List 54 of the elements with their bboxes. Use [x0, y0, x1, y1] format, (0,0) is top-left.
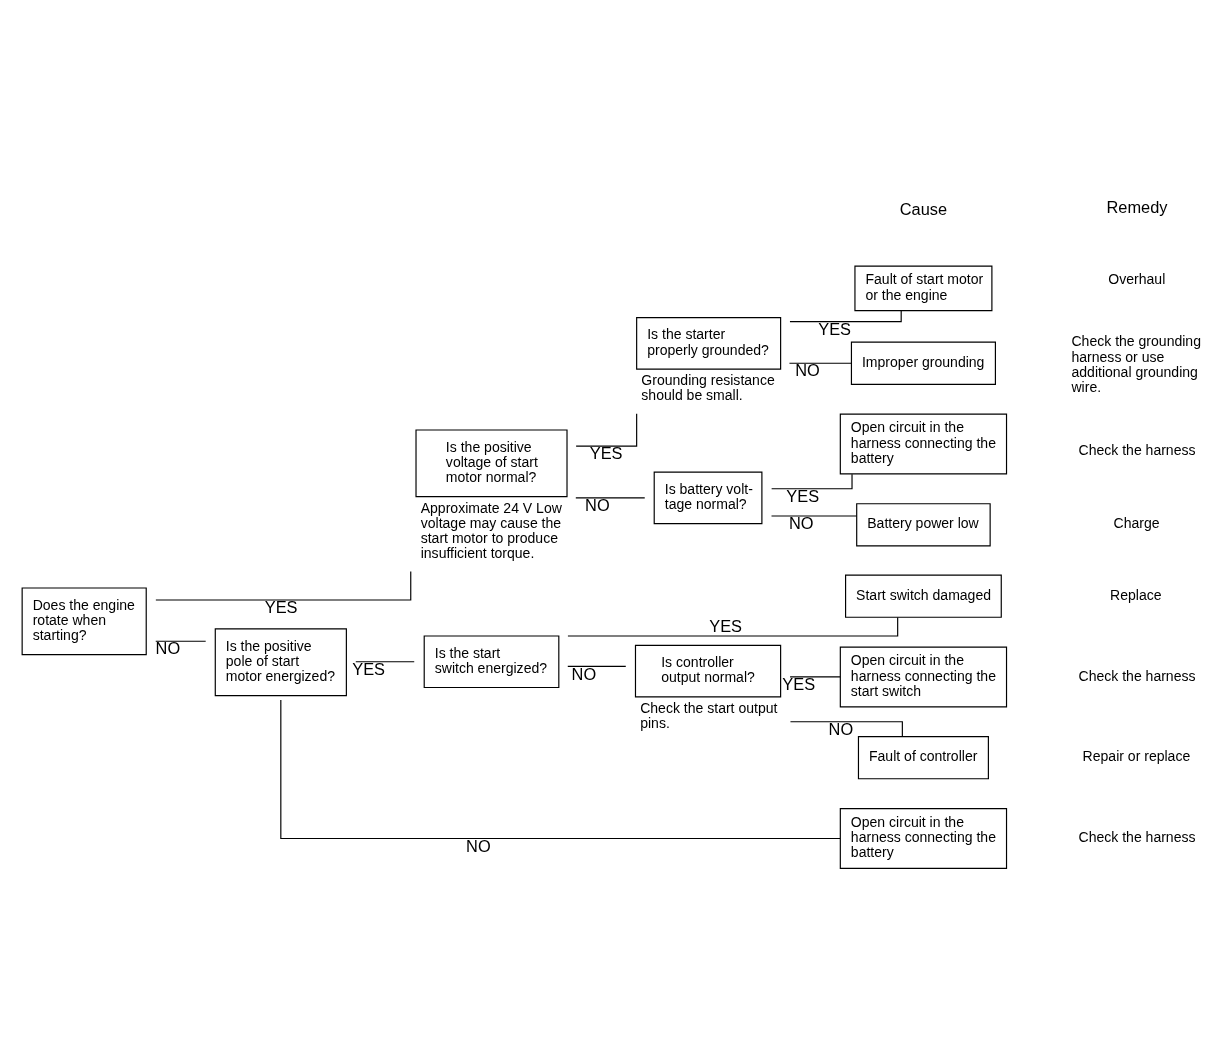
node-label: Grounding resistance should be small. [641, 371, 775, 403]
edge-label: YES [352, 659, 386, 678]
node-box: Fault of start motor or the engine [854, 265, 993, 311]
node-box: Open circuit in the harness connecting the battery [839, 807, 1008, 869]
node-box: Battery power low [856, 502, 991, 546]
edge-label: YES [818, 319, 852, 338]
label: Cause [899, 199, 948, 218]
connector [155, 640, 207, 642]
node-box: Start switch damaged [845, 574, 1002, 618]
node-box: Fault of controller [857, 735, 989, 779]
label: Overhaul [1108, 270, 1166, 287]
label: Check the harness [1078, 828, 1196, 845]
connector [770, 514, 858, 517]
edge-label: YES [786, 486, 820, 505]
label: Check the harness [1078, 667, 1196, 684]
node-label: Approximate 24 V Low voltage may cause the start motor to produce insufficient torque. [420, 499, 562, 561]
label: Check the harness [1078, 441, 1196, 458]
connector [280, 699, 841, 839]
node-box: Is the positive voltage of start motor normal? [415, 428, 568, 497]
edge-label: NO [155, 638, 181, 657]
node-box: Improper grounding [850, 341, 996, 385]
node-label: Check the start output pins. [640, 699, 778, 731]
connector [355, 660, 415, 662]
node-box: Is the positive pole of start motor energized? [214, 627, 347, 696]
edge-label: YES [264, 597, 298, 616]
edge-label: NO [466, 836, 491, 855]
edge-label: NO [585, 495, 610, 514]
node-box: Does the engine rotate when starting? [21, 586, 147, 655]
label: Charge [1113, 514, 1160, 531]
node-box: Is battery volt-tage normal? [653, 471, 763, 524]
connector [155, 570, 412, 601]
node-box: Open circuit in the harness connecting the start switch [839, 646, 1008, 707]
label: Remedy [1106, 197, 1168, 216]
edge-label: YES [709, 616, 743, 635]
node-box: Is the start switch energized? [423, 634, 560, 688]
connector [789, 675, 841, 678]
connector [789, 309, 902, 322]
node-box: Is controller output normal? [634, 644, 782, 697]
node-box: Open circuit in the harness connecting the battery [839, 413, 1008, 474]
edge-label: YES [782, 674, 816, 693]
label: Check the grounding harness or use additional grounding wire. [1071, 332, 1201, 395]
edge-label: NO [828, 719, 854, 738]
label: Repair or replace [1082, 747, 1191, 764]
edge-label: NO [788, 513, 814, 532]
connector [575, 496, 646, 498]
edge-label: NO [795, 360, 820, 379]
connector [567, 616, 899, 637]
connector [575, 412, 638, 447]
edge-label: NO [571, 664, 597, 683]
node-box: Is the starter properly grounded? [636, 316, 782, 370]
label: Replace [1110, 586, 1162, 603]
edge-label: YES [589, 443, 623, 462]
connector [788, 362, 852, 364]
connector [567, 665, 627, 667]
